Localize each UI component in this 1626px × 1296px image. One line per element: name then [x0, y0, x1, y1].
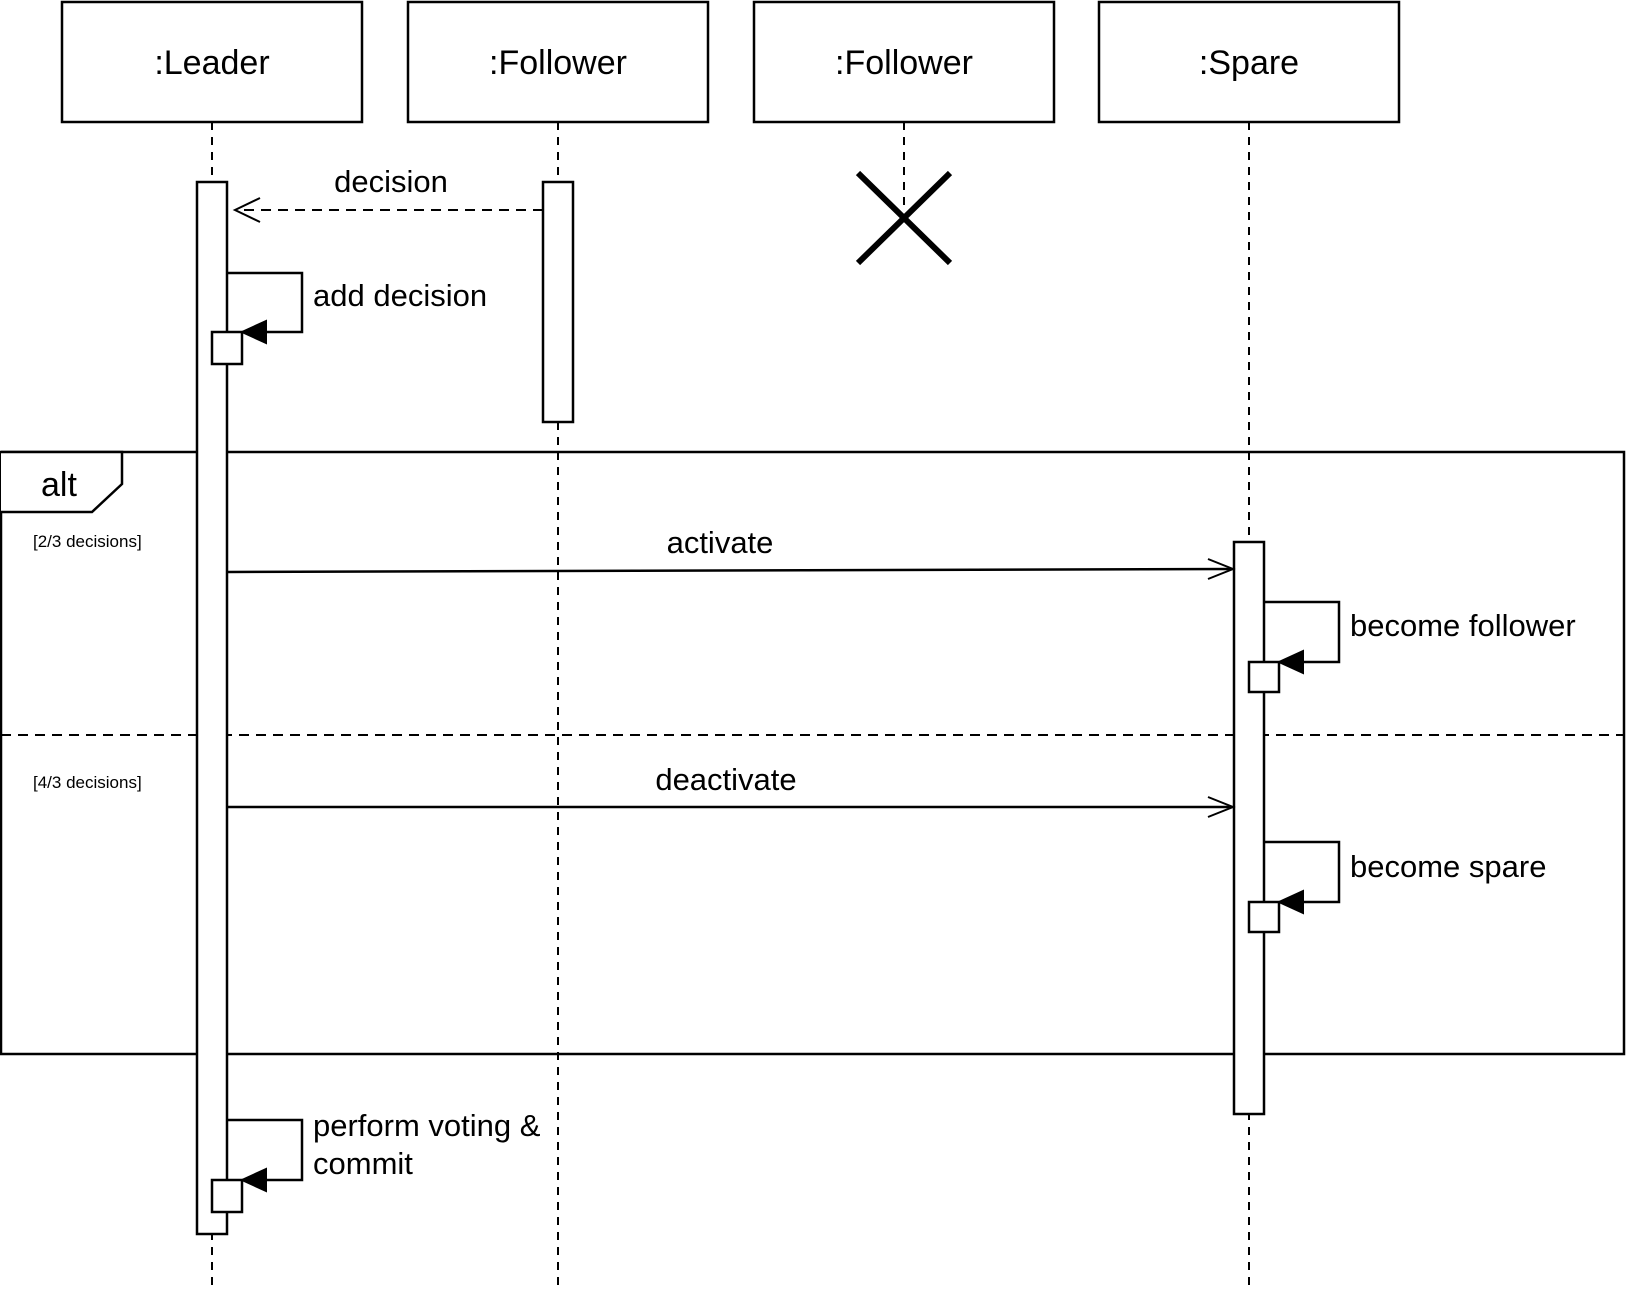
message-become-follower: become follower — [1247, 600, 1576, 694]
guard-2-3-decisions: [2/3 decisions] — [33, 532, 142, 551]
message-deactivate-label: deactivate — [655, 762, 796, 797]
lifeline-follower-1: :Follower — [406, 0, 710, 124]
message-activate-label: activate — [667, 525, 774, 560]
message-decision: decision — [232, 164, 543, 223]
lifeline-follower-2-label: :Follower — [835, 44, 973, 82]
message-perform-voting: perform voting & commit — [210, 1108, 541, 1214]
message-add-decision-label: add decision — [313, 278, 487, 313]
message-add-decision: add decision — [210, 271, 487, 366]
activation-follower-1 — [541, 180, 575, 424]
alt-operator-tab — [1, 450, 124, 514]
message-activate: activate — [226, 525, 1236, 580]
message-decision-label: decision — [334, 164, 448, 199]
message-perform-voting-label-line1: perform voting & — [313, 1108, 541, 1143]
lifeline-leader-label: :Leader — [154, 44, 269, 82]
lifeline-follower-1-label: :Follower — [489, 44, 627, 82]
message-perform-voting-label-line2: commit — [313, 1146, 413, 1181]
alt-fragment: alt [2/3 decisions] [4/3 decisions] — [0, 450, 1626, 1056]
message-become-follower-label: become follower — [1350, 608, 1576, 643]
lifeline-spare: :Spare — [1097, 0, 1401, 124]
guard-4-3-decisions: [4/3 decisions] — [33, 773, 142, 792]
message-become-spare-label: become spare — [1350, 849, 1546, 884]
message-deactivate: deactivate — [227, 762, 1236, 818]
activation-spare — [1232, 540, 1266, 1116]
lifeline-follower-2: :Follower — [752, 0, 1056, 124]
lifeline-spare-label: :Spare — [1199, 44, 1299, 82]
destroy-x-icon — [855, 170, 953, 266]
message-become-spare: become spare — [1247, 840, 1546, 934]
lifeline-leader: :Leader — [60, 0, 364, 124]
alt-operator-label: alt — [41, 466, 77, 504]
